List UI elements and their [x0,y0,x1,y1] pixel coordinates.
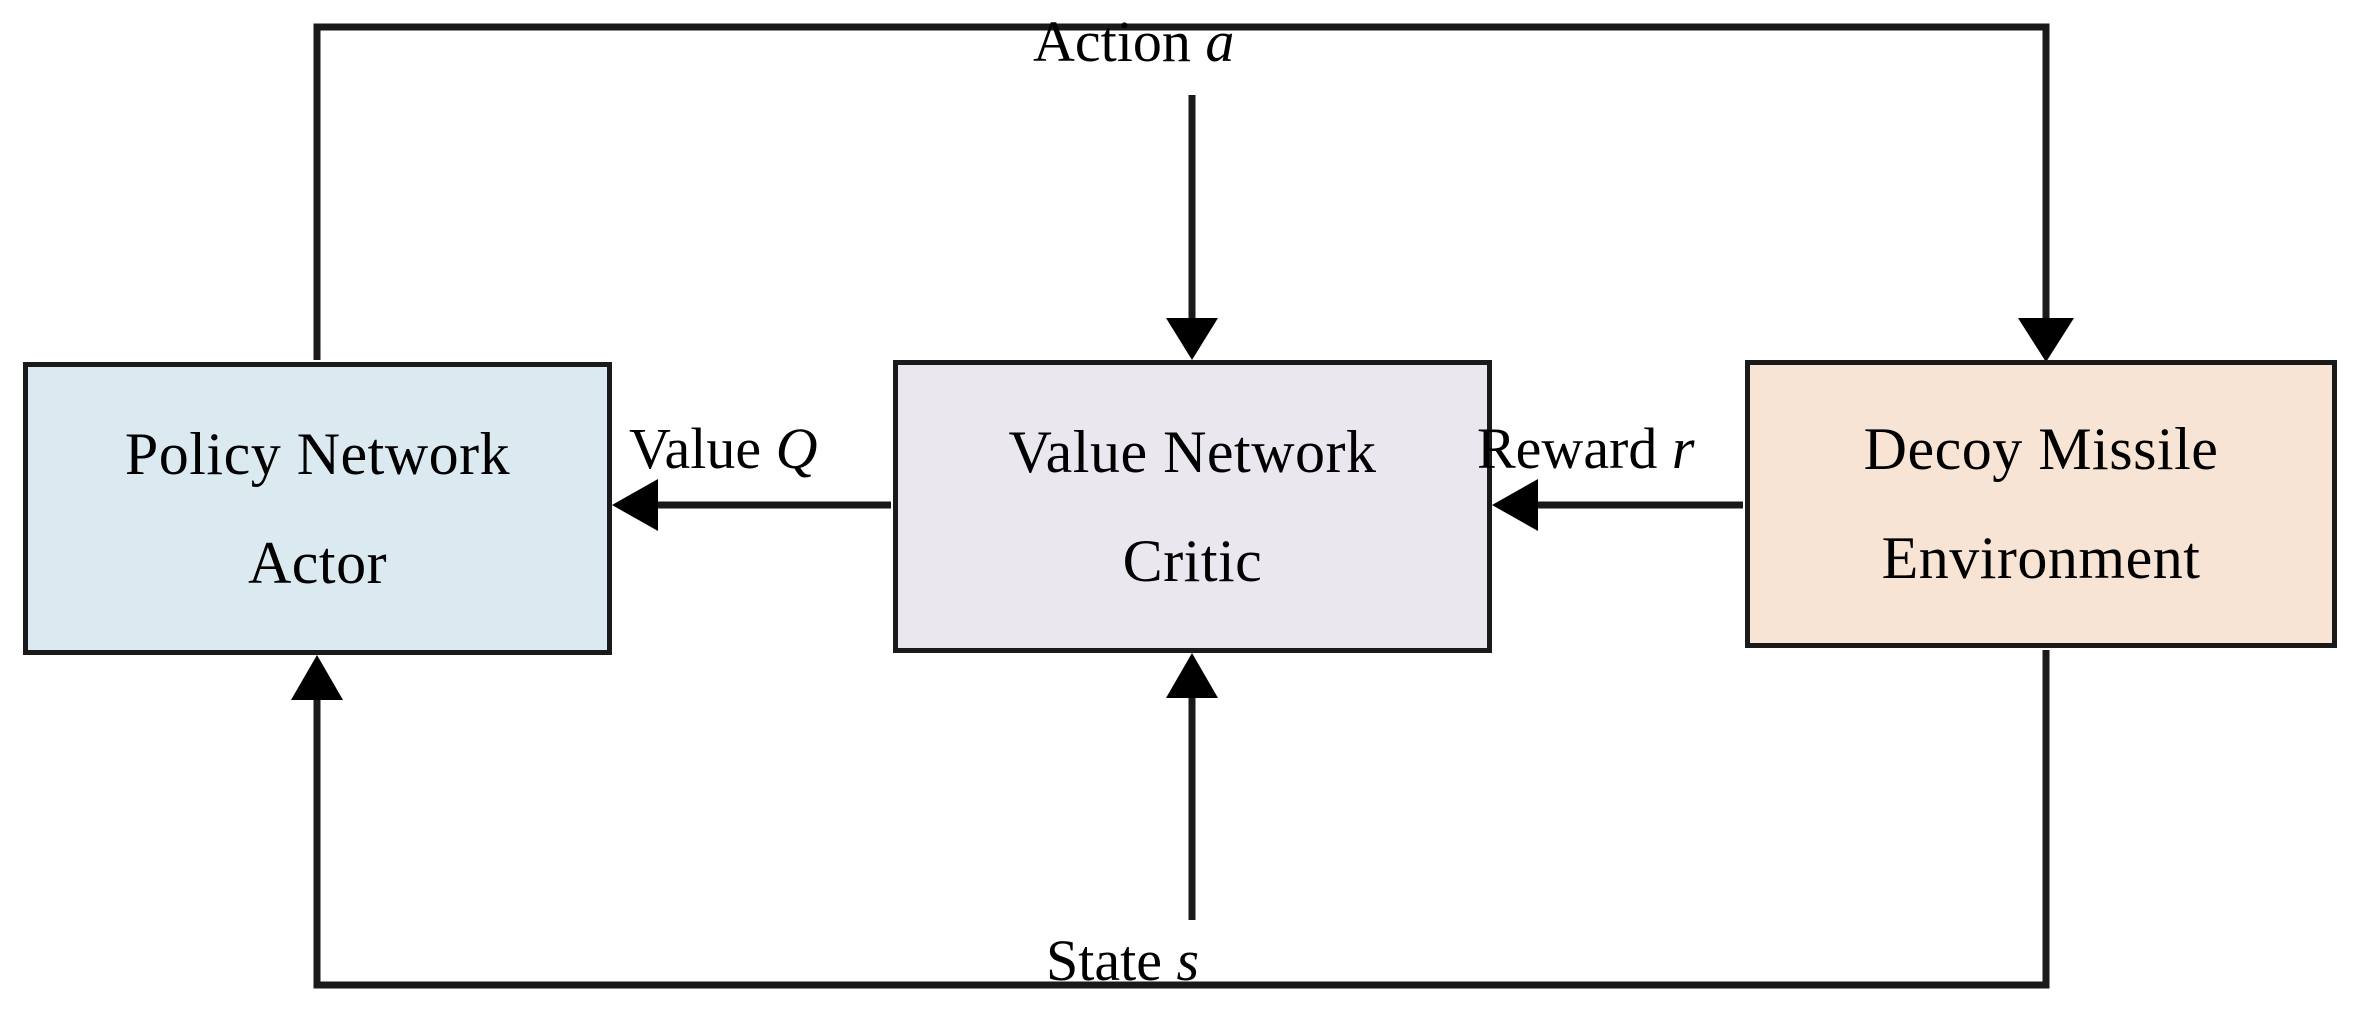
edge-state-arrowhead-value [1166,653,1218,698]
edge-label-reward-r: Reward r [1477,415,1694,482]
edge-label-action-symbol: a [1205,9,1235,74]
edge-label-action: Action a [1033,8,1234,75]
edge-label-value-q-text: Value [629,416,776,481]
node-value-subtitle: Critic [1122,527,1263,594]
edge-label-value-q: Value Q [629,415,817,482]
edge-action-top-rail [313,23,2050,360]
edge-state-arrowhead-policy [291,655,343,700]
node-policy-subtitle: Actor [247,529,388,596]
node-value-title: Value Network [1008,418,1377,485]
edge-action-arrowhead-environment [2018,318,2074,362]
node-environment-subtitle: Environment [1881,525,2201,591]
node-value-network-critic[interactable]: Value Network Critic [893,360,1492,653]
edge-label-value-q-symbol: Q [775,416,818,481]
edge-reward-r-arrowhead [1492,479,1538,531]
edge-label-state: State s [1046,927,1199,994]
node-policy-title: Policy Network [124,420,511,487]
node-policy-network-actor[interactable]: Policy Network Actor [23,362,612,655]
edge-label-state-symbol: s [1176,928,1200,993]
node-environment-title: Decoy Missile [1863,416,2219,482]
edge-state-bottom-rail [313,650,2050,989]
node-decoy-missile-environment[interactable]: Decoy Missile Environment [1745,360,2337,648]
edge-label-reward-r-symbol: r [1671,416,1695,481]
edge-label-state-text: State [1046,928,1177,993]
edge-label-reward-r-text: Reward [1477,416,1672,481]
edge-label-action-text: Action [1033,9,1206,74]
edge-action-arrowhead-value [1166,318,1218,360]
edge-value-q-arrowhead [612,479,658,531]
